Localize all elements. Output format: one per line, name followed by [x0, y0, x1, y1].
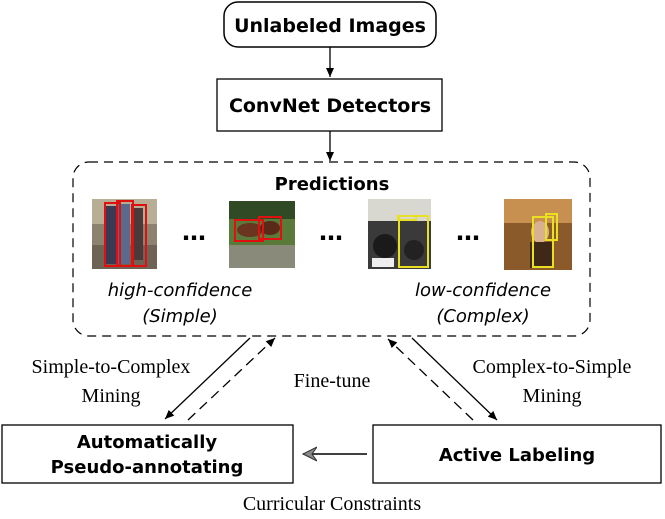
detection-box: [258, 216, 282, 240]
arrow-predictions-to-active: [411, 337, 498, 421]
fine-tune-label: Fine-tune: [294, 370, 371, 392]
ellipsis-3: …: [456, 218, 480, 246]
auto-label-line1: Automatically: [77, 432, 218, 453]
ellipsis-2: …: [319, 218, 343, 246]
ellipsis-1: …: [182, 218, 206, 246]
detection-box: [104, 202, 121, 267]
detection-box: [545, 213, 558, 241]
active-labeling-label: Active Labeling: [439, 445, 595, 466]
unlabeled-images-label: Unlabeled Images: [234, 15, 426, 37]
dashed-arrow-auto-to-predictions: [187, 337, 276, 421]
auto-pseudo-annotating-node: Automatically Pseudo-annotating: [1, 424, 294, 484]
prediction-image-street: [92, 199, 157, 269]
complex-to-simple-label: Complex-to-Simple: [473, 356, 632, 378]
simple-label: (Simple): [142, 306, 218, 327]
auto-label-line2: Pseudo-annotating: [51, 457, 244, 478]
predictions-container: Predictions … …: [72, 161, 591, 337]
detection-box: [131, 204, 147, 267]
unlabeled-images-node: Unlabeled Images: [223, 1, 437, 48]
prediction-image-crowd: [504, 199, 572, 270]
simple-to-complex-mining-label: Mining: [82, 385, 141, 407]
prediction-image-motorcycle: [368, 199, 431, 269]
detection-box: [234, 219, 264, 242]
detection-box: [397, 215, 417, 221]
detection-box: [532, 216, 554, 268]
complex-label: (Complex): [436, 306, 529, 327]
simple-to-complex-label: Simple-to-Complex: [32, 356, 191, 378]
convnet-detectors-node: ConvNet Detectors: [216, 78, 443, 132]
dashed-arrow-active-to-predictions: [387, 338, 474, 421]
high-confidence-label: high-confidence: [108, 280, 253, 301]
curricular-constraints-label: Curricular Constraints: [243, 493, 422, 515]
prediction-image-cows: [229, 201, 295, 268]
arrow-predictions-to-auto: [164, 337, 251, 420]
predictions-title: Predictions: [275, 174, 390, 195]
active-labeling-node: Active Labeling: [372, 424, 662, 484]
convnet-detectors-label: ConvNet Detectors: [229, 95, 431, 117]
complex-to-simple-mining-label: Mining: [523, 385, 582, 407]
low-confidence-label: low-confidence: [415, 280, 551, 301]
